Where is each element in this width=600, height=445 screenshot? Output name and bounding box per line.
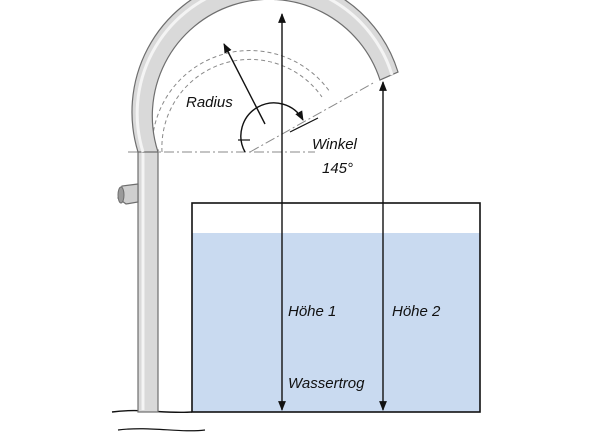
pipe-post xyxy=(137,149,159,413)
nozzle-opening xyxy=(117,186,125,204)
wassertrog-label: Wassertrog xyxy=(288,375,365,392)
pipe-arc xyxy=(131,0,399,153)
pipe-arc-highlight xyxy=(135,0,394,153)
winkel-label: Winkel xyxy=(312,136,358,153)
angle-arc xyxy=(240,102,304,153)
angle-leader xyxy=(289,117,319,133)
water-trough xyxy=(191,202,481,413)
angled-centerline xyxy=(249,81,376,153)
hoehe2-label: Höhe 2 xyxy=(392,303,441,320)
angle-value-label: 145° xyxy=(322,160,353,177)
trough-water xyxy=(192,233,480,412)
inner-arc-dashed xyxy=(151,50,331,153)
inner-arc-dashed-2 xyxy=(161,58,323,153)
radius-label: Radius xyxy=(186,94,233,111)
radius-arrow xyxy=(223,43,266,125)
hoehe1-label: Höhe 1 xyxy=(288,303,336,320)
ground-line-lower xyxy=(117,428,206,432)
